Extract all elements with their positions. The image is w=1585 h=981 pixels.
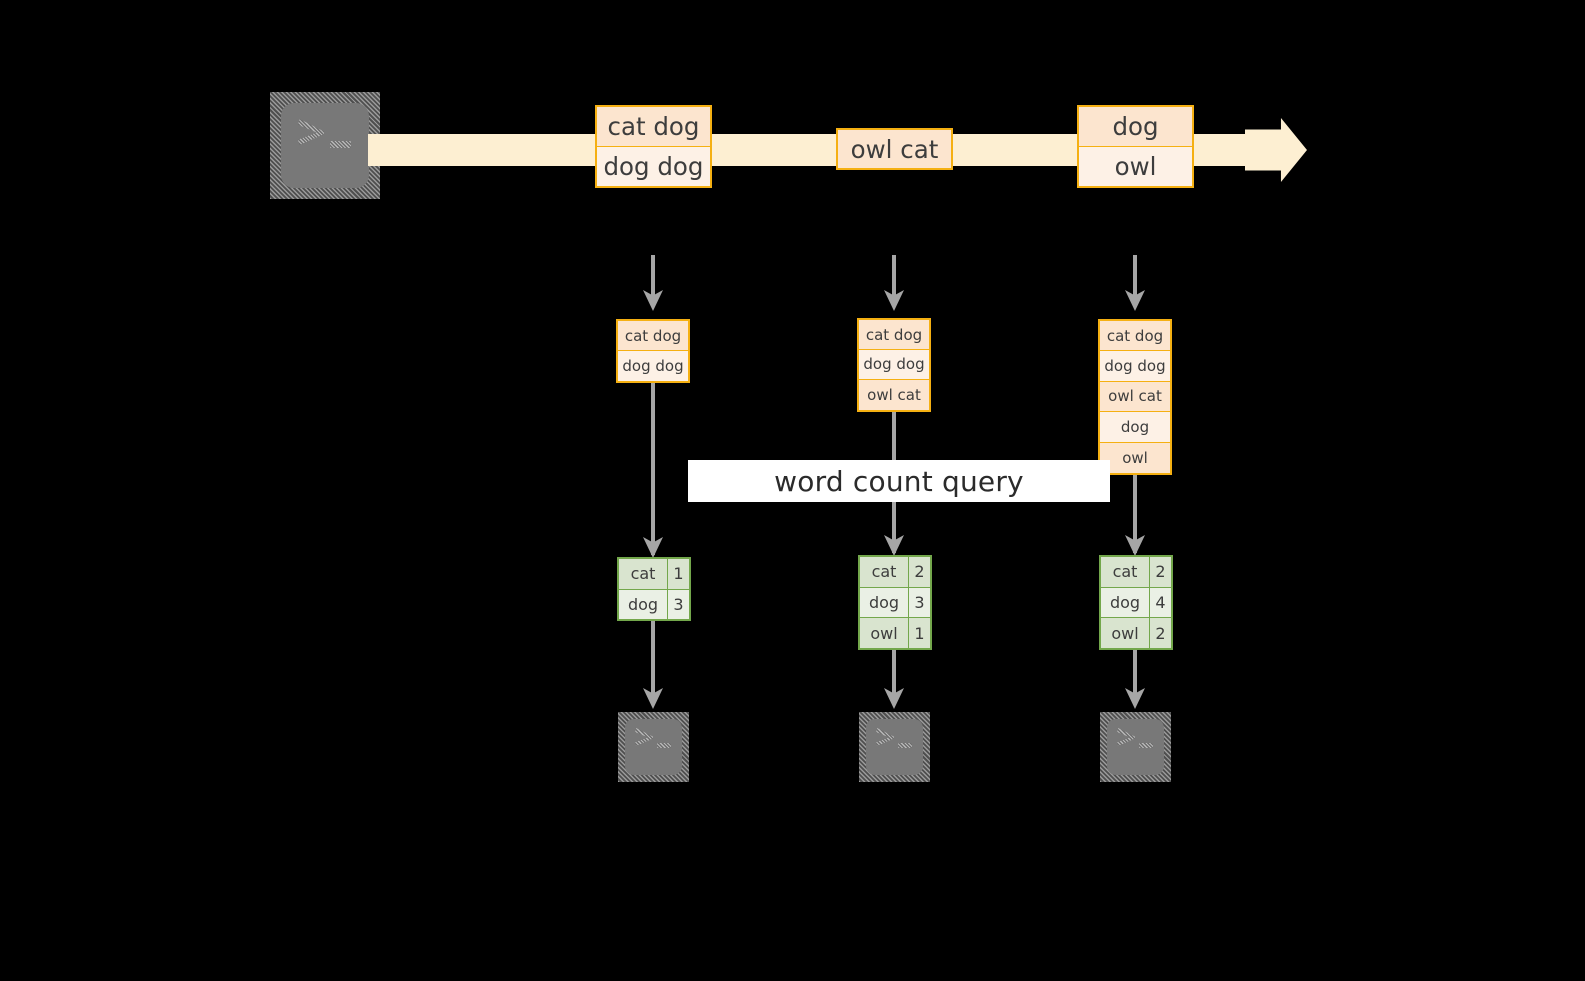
terminal-underscore-icon [657, 743, 671, 748]
query-connector-3 [1133, 475, 1137, 553]
input-table-row: dog [1100, 412, 1170, 443]
result-word: dog [619, 589, 668, 619]
result-table-row: cat 2 [1101, 557, 1171, 588]
result-table-1: cat 1 dog 3 [617, 557, 691, 621]
trigger-dashed-connector-1 [651, 255, 655, 297]
terminal-underscore-icon [898, 743, 912, 748]
stream-event-line: dog [1079, 107, 1192, 147]
query-label: word count query [774, 464, 1024, 498]
result-word: dog [1101, 587, 1150, 618]
result-table-row: dog 3 [860, 587, 930, 619]
result-table-row: dog 3 [619, 589, 689, 619]
terminal-screen [866, 719, 923, 775]
query-banner: word count query [688, 460, 1110, 502]
result-word: owl [860, 618, 909, 649]
sink-connector-3 [1133, 650, 1137, 704]
result-count: 1 [909, 618, 930, 649]
input-table-3: cat dog dog dog owl cat dog owl [1098, 319, 1172, 475]
input-table-row: dog dog [859, 350, 929, 380]
terminal-underscore-icon [330, 141, 351, 148]
stream-event-line: dog dog [597, 146, 710, 186]
input-table-row: owl [1100, 442, 1170, 473]
input-table-row: owl cat [1100, 381, 1170, 413]
stream-event-line: cat dog [597, 107, 710, 147]
result-word: cat [1101, 557, 1150, 587]
input-table-1: cat dog dog dog [616, 319, 690, 383]
result-count: 2 [1150, 557, 1171, 587]
result-count: 2 [909, 557, 930, 587]
input-table-2: cat dog dog dog owl cat [857, 318, 931, 412]
stream-event-batch-2: owl cat [836, 128, 953, 170]
sink-terminal-icon-2 [859, 712, 930, 782]
trigger-dashed-connector-3 [1133, 255, 1137, 297]
result-count: 3 [909, 587, 930, 618]
stream-arrowhead-icon [1245, 118, 1307, 182]
terminal-screen [281, 103, 369, 188]
query-connector-1 [651, 383, 655, 555]
stream-event-line: owl cat [838, 130, 951, 168]
result-table-row: dog 4 [1101, 587, 1171, 619]
result-word: cat [860, 557, 909, 587]
input-table-row: dog dog [618, 351, 688, 381]
stream-event-batch-3: dog owl [1077, 105, 1194, 188]
sink-connector-1 [651, 621, 655, 704]
result-table-row: owl 2 [1101, 618, 1171, 649]
sink-terminal-icon-1 [618, 712, 689, 782]
source-terminal-icon [270, 92, 380, 199]
result-word: owl [1101, 618, 1150, 649]
sink-connector-2 [892, 650, 896, 704]
trigger-dashed-connector-2 [892, 255, 896, 297]
input-table-row: cat dog [1100, 321, 1170, 352]
result-table-3: cat 2 dog 4 owl 2 [1099, 555, 1173, 650]
sink-terminal-icon-3 [1100, 712, 1171, 782]
result-table-2: cat 2 dog 3 owl 1 [858, 555, 932, 650]
result-table-row: owl 1 [860, 618, 930, 649]
stream-event-line: owl [1079, 146, 1192, 186]
result-count: 4 [1150, 587, 1171, 618]
terminal-underscore-icon [1139, 743, 1153, 748]
stream-event-batch-1: cat dog dog dog [595, 105, 712, 188]
result-table-row: cat 1 [619, 559, 689, 590]
input-table-row: dog dog [1100, 351, 1170, 382]
terminal-screen [1107, 719, 1164, 775]
result-word: dog [860, 587, 909, 618]
input-table-row: cat dog [859, 320, 929, 350]
terminal-screen [625, 719, 682, 775]
result-word: cat [619, 559, 668, 589]
result-count: 2 [1150, 618, 1171, 649]
result-table-row: cat 2 [860, 557, 930, 588]
result-count: 3 [668, 589, 689, 619]
result-count: 1 [668, 559, 689, 589]
input-table-row: owl cat [859, 379, 929, 410]
input-table-row: cat dog [618, 321, 688, 351]
